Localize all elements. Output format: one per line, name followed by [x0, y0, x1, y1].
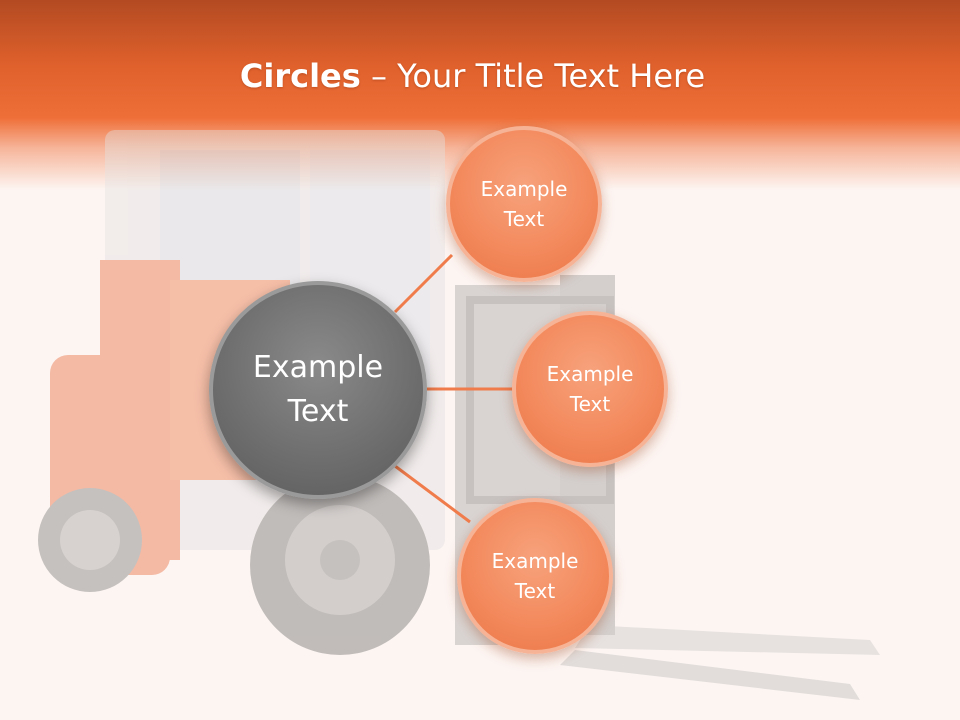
node-label-2: Example Text	[546, 362, 634, 416]
node-label-1: Example Text	[480, 177, 568, 231]
title-regular-part: – Your Title Text Here	[360, 57, 706, 95]
node-circle-1: Example Text	[446, 126, 602, 282]
hub-label: Example Text	[252, 350, 384, 429]
node-circle-2: Example Text	[512, 311, 668, 467]
connector-node-3	[394, 464, 471, 524]
connector-node-1	[393, 253, 454, 314]
hub-circle: Example Text	[209, 281, 427, 499]
node-label-3: Example Text	[491, 549, 579, 603]
title-bold-part: Circles	[239, 57, 361, 95]
slide-title: Circles – Your Title Text Here	[0, 52, 945, 100]
node-circle-3: Example Text	[457, 498, 613, 654]
